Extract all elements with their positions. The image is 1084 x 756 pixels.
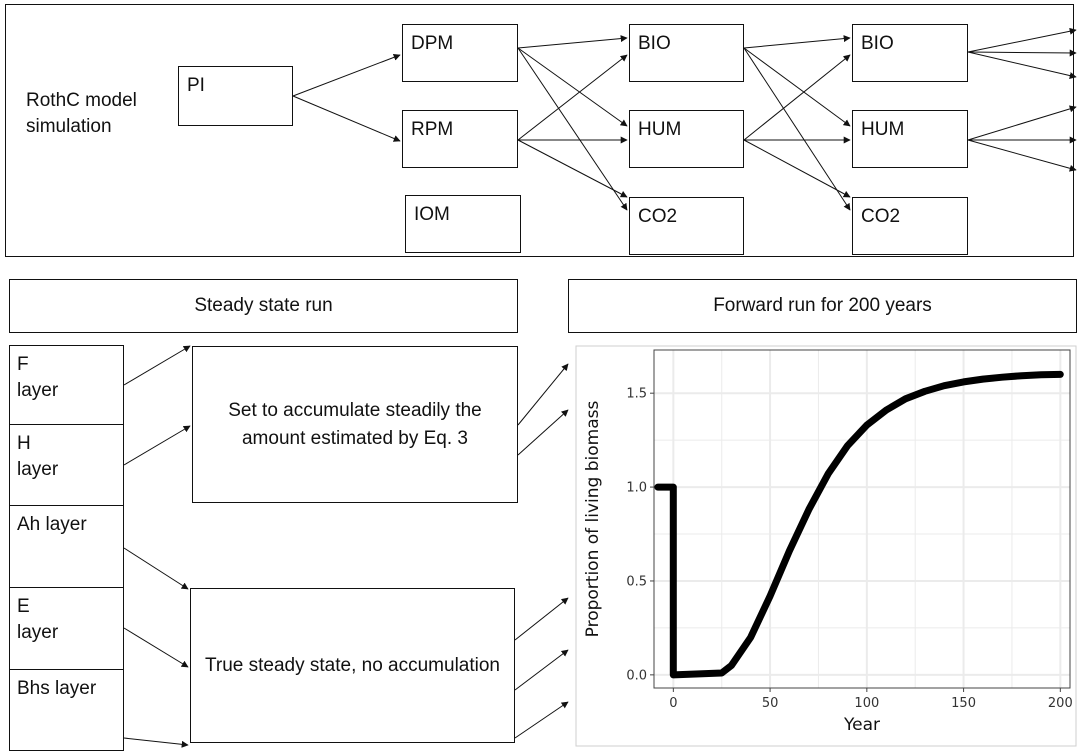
pool-hum-2: HUM [852,110,968,168]
no-accumulation-box: True steady state, no accumulation [190,588,515,743]
layer-e: E layer [9,587,124,670]
x-tick-label: 150 [951,696,976,711]
layer-f: F layer [9,345,124,425]
chart-border [575,345,1077,747]
rothc-model-frame [5,4,1074,257]
plot-panel [653,349,1071,689]
pool-pi: PI [178,66,293,126]
model-title: RothC model simulation [26,90,137,137]
forward-run-header: Forward run for 200 years [568,279,1077,333]
y-tick-label: 0.5 [626,574,647,589]
y-tick-label: 1.5 [626,387,647,402]
pool-iom: IOM [405,195,521,253]
x-axis-label: Year [843,715,880,735]
steady-state-header: Steady state run [9,279,518,333]
x-tick-label: 200 [1048,696,1073,711]
y-tick-label: 0.0 [626,668,647,683]
layer-bhs: Bhs layer [9,669,124,751]
pool-co2-2: CO2 [852,197,968,255]
layer-ah: Ah layer [9,505,124,588]
pool-rpm: RPM [402,110,518,168]
pool-bio-2: BIO [852,24,968,82]
series-line [654,370,1064,679]
x-tick-label: 50 [762,696,779,711]
x-tick-label: 100 [854,696,879,711]
pool-bio-1: BIO [629,24,744,82]
accumulate-box: Set to accumulate steadily the amount es… [192,346,518,503]
y-tick-label: 1.0 [626,481,647,496]
y-axis-label: Proportion of living biomass [583,401,603,638]
pool-dpm: DPM [402,24,518,82]
pool-hum-1: HUM [629,110,744,168]
layer-h: H layer [9,424,124,506]
x-tick-label: 0 [669,696,677,711]
pool-co2-1: CO2 [629,197,744,255]
